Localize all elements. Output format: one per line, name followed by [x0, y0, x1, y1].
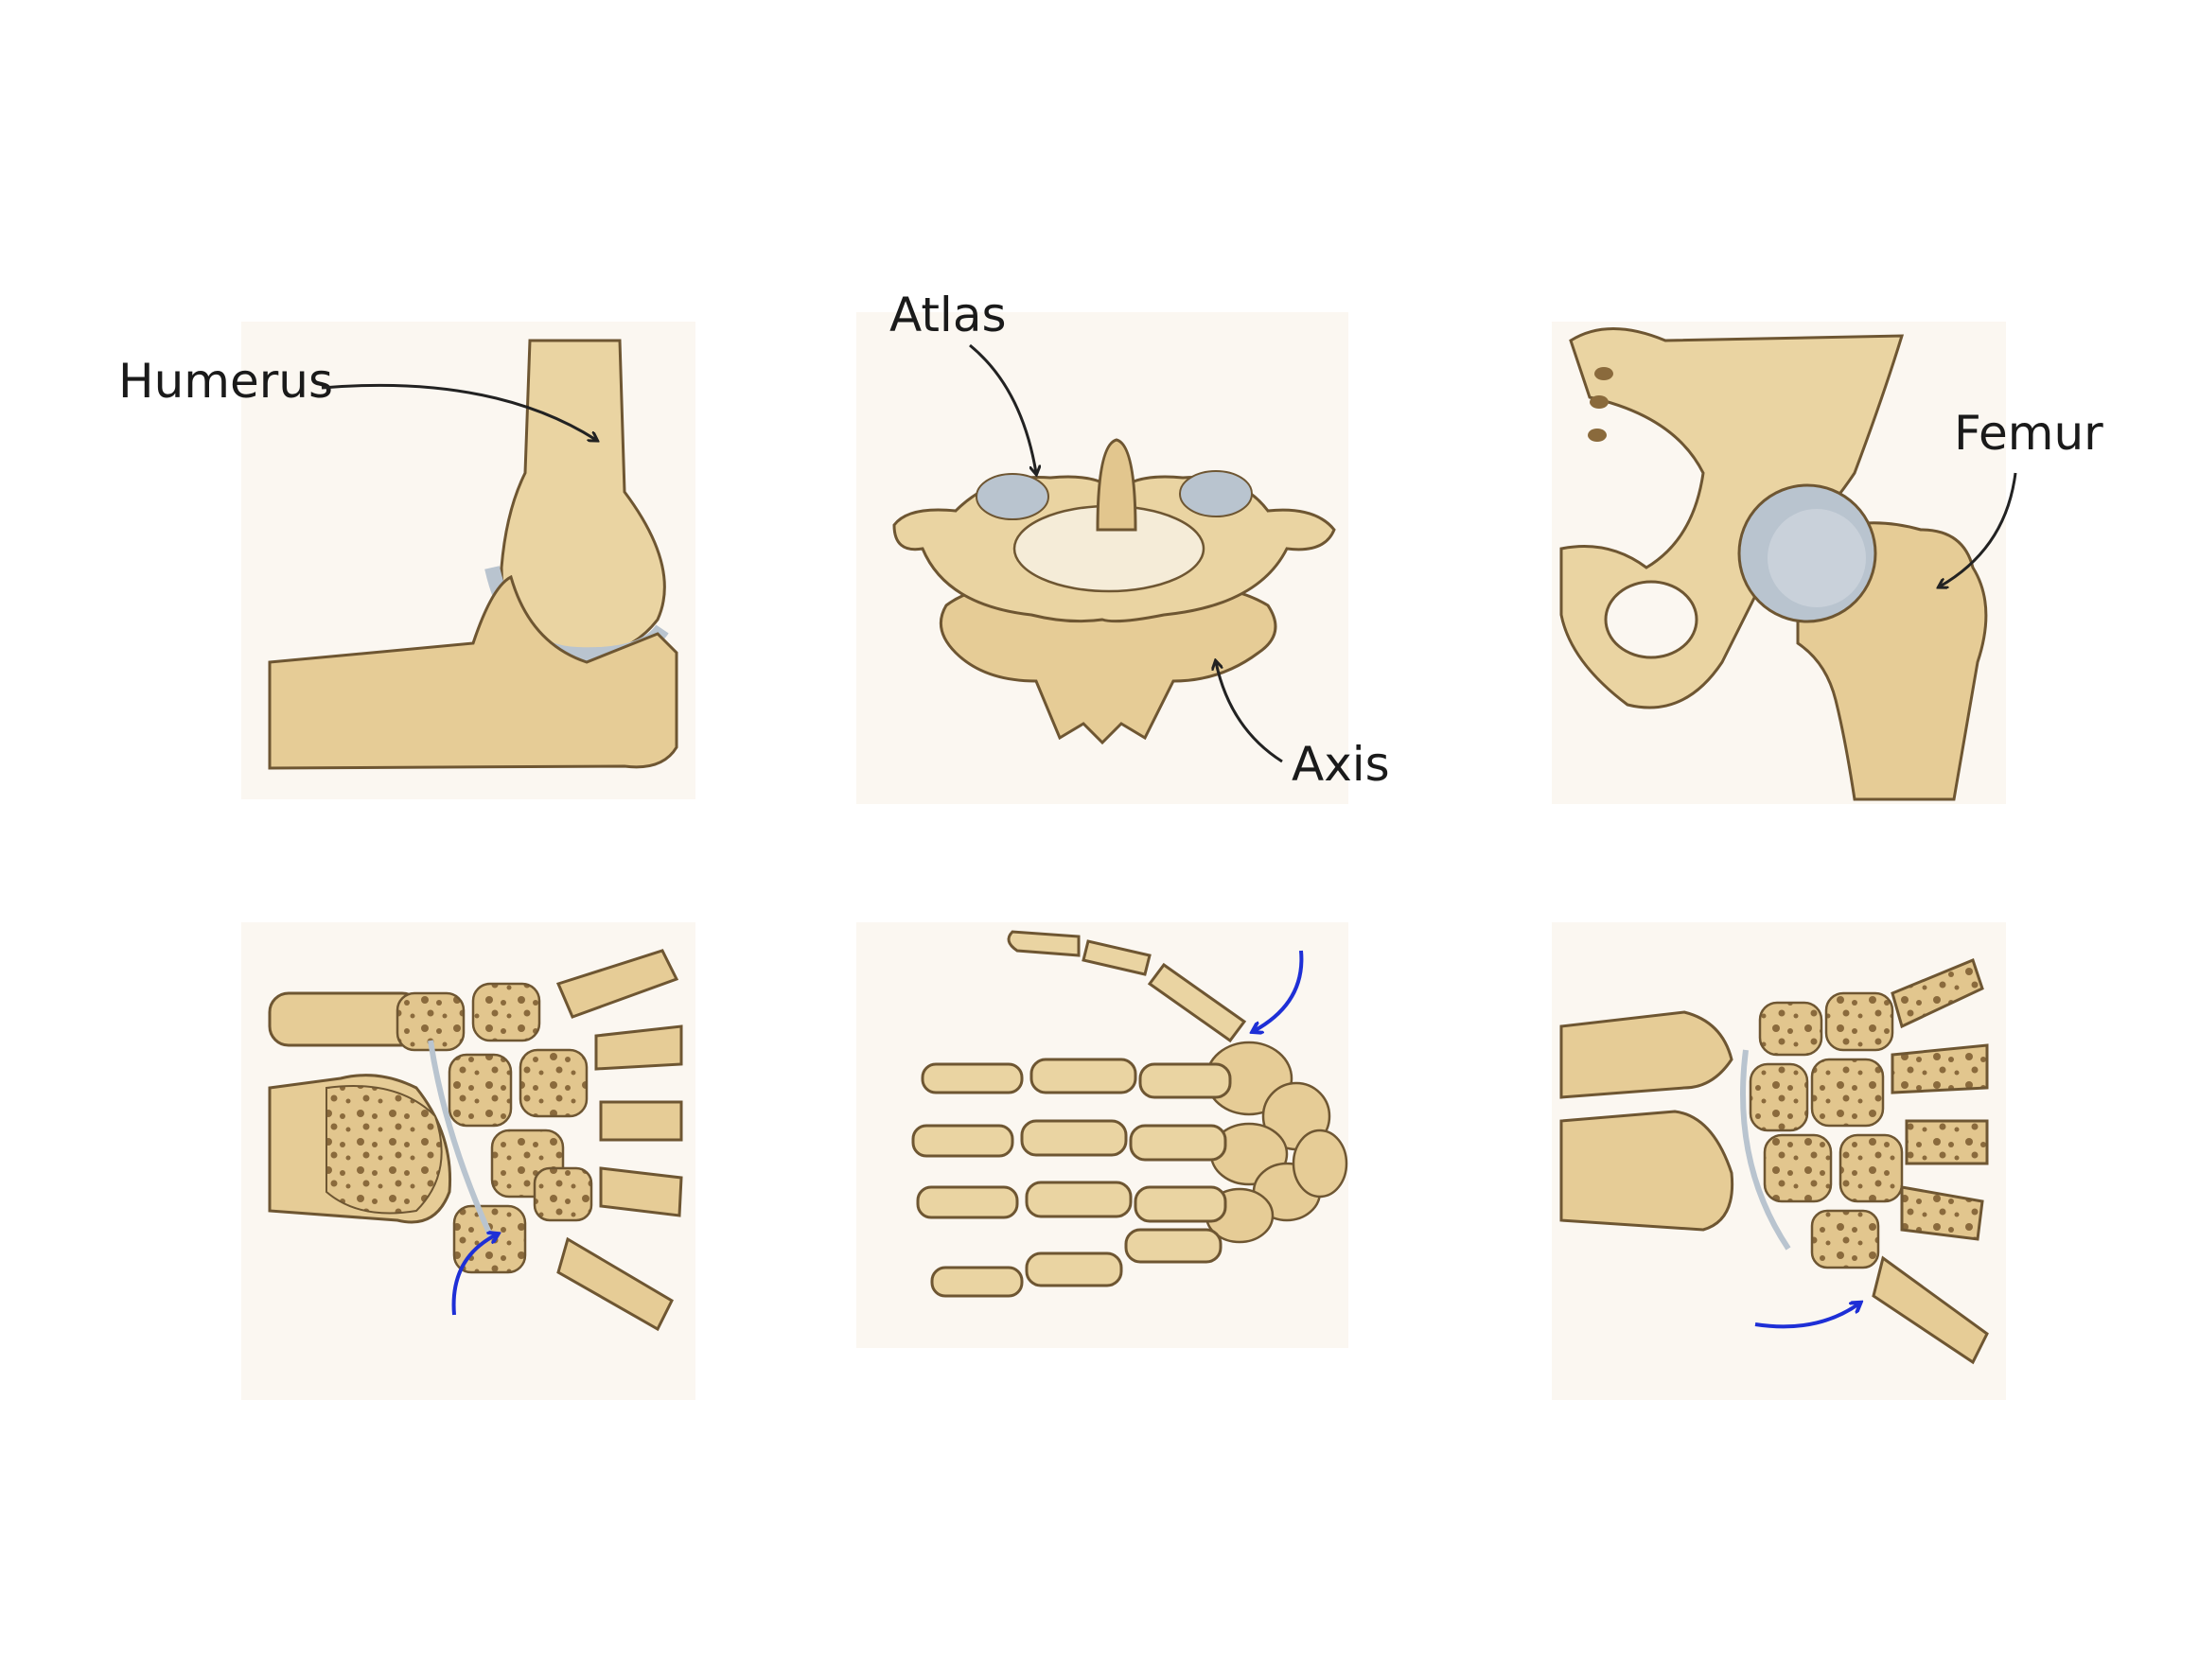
foramen-dot: [1590, 395, 1609, 409]
humerus-label: Humerus: [118, 354, 333, 409]
metacarpal-bones-right: [1872, 958, 1989, 1365]
foramen-dot: [1588, 429, 1607, 442]
wrist-left-panel: [241, 922, 695, 1400]
joint-space: [428, 1040, 495, 1241]
hip-panel: Femur: [1552, 322, 2103, 804]
ulna-right: [1559, 1010, 1733, 1099]
atlanto-axial-panel: Atlas Axis: [856, 288, 1390, 804]
femur-label: Femur: [1954, 406, 2103, 461]
hand-panel: [856, 922, 1348, 1348]
forearm-bone: [268, 574, 678, 770]
joint-space-right: [1740, 1049, 1791, 1251]
atlas-facet-left: [976, 473, 1049, 520]
carpal-bones-right: [1749, 991, 1904, 1269]
atlas-label-arrow: [969, 343, 1036, 473]
wrist-left-marker-arrow: [451, 1234, 497, 1316]
humerus-label-arrow: [321, 383, 596, 440]
radius-right: [1559, 1110, 1734, 1232]
metacarpal-bones: [555, 949, 683, 1332]
hand-marker-arrow: [1254, 950, 1304, 1031]
femur-label-arrow: [1940, 472, 2017, 586]
wrist-right-panel: [1552, 922, 2006, 1400]
finger-bones: [911, 1058, 1232, 1298]
atlas-label: Atlas: [889, 288, 1007, 342]
dens: [1096, 438, 1137, 532]
atlas-facet-right: [1179, 470, 1253, 517]
femoral-head: [1768, 509, 1866, 607]
obturator-foramen: [1604, 580, 1698, 659]
radius-section: [325, 1085, 443, 1215]
foramen-dot: [1594, 367, 1613, 380]
thumb-bones: [1007, 930, 1247, 1043]
wrist-right-marker-arrow: [1754, 1304, 1859, 1329]
axis-label: Axis: [1292, 737, 1390, 792]
axis-label-arrow: [1216, 662, 1283, 763]
elbow-panel: Humerus: [118, 322, 695, 799]
